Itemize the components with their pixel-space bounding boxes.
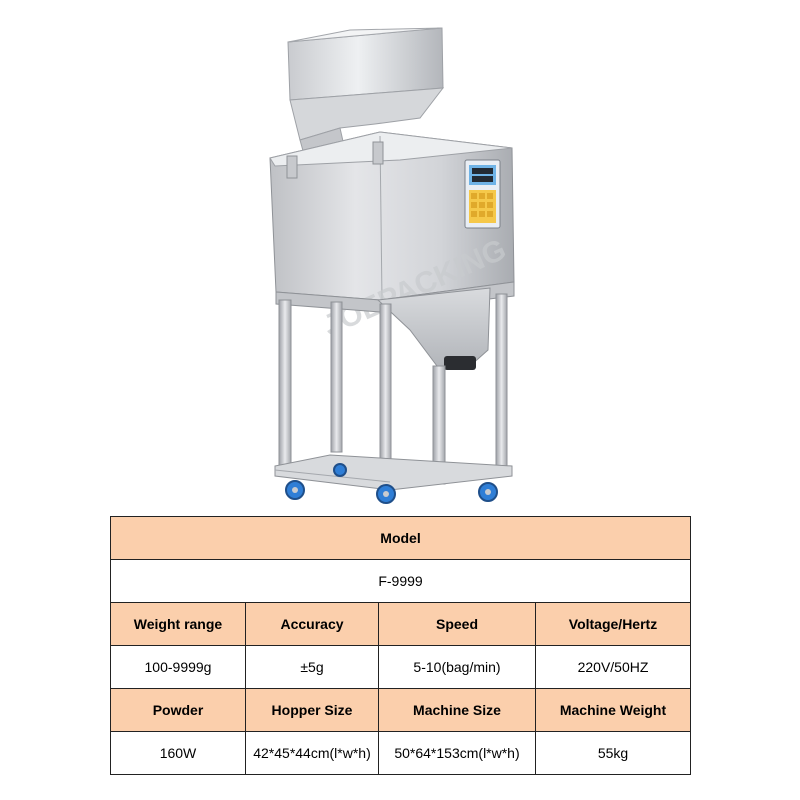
machine-weight-value: 55kg: [534, 731, 692, 775]
machine-size-value: 50*64*153cm(l*w*h): [378, 731, 536, 775]
accuracy-header: Accuracy: [245, 602, 379, 646]
machine-size-header: Machine Size: [378, 688, 536, 732]
spec-value-row-2: 160W 42*45*44cm(l*w*h) 50*64*153cm(l*w*h…: [110, 731, 692, 775]
powder-header: Powder: [110, 688, 246, 732]
voltage-hertz-header: Voltage/Hertz: [534, 602, 692, 646]
model-value-row: F-9999: [109, 559, 692, 603]
weight-range-value: 100-9999g: [110, 645, 246, 689]
model-value: F-9999: [109, 559, 692, 603]
hopper-size-header: Hopper Size: [245, 688, 379, 732]
weighing-filling-machine-illustration: JOEPACKING: [269, 27, 515, 504]
spec-header-row-1: Weight range Accuracy Speed Voltage/Hert…: [110, 602, 692, 646]
spec-header-row-2: Powder Hopper Size Machine Size Machine …: [110, 688, 692, 732]
product-image: JOEPACKING: [269, 27, 515, 504]
hopper-size-value: 42*45*44cm(l*w*h): [245, 731, 379, 775]
caster-wheels: [285, 463, 498, 504]
hopper: [287, 27, 445, 159]
accuracy-value: ±5g: [245, 645, 379, 689]
control-panel: [464, 159, 501, 229]
model-header: Model: [109, 516, 692, 560]
powder-value: 160W: [110, 731, 246, 775]
machine-body: JOEPACKING: [269, 131, 515, 343]
machine-weight-header: Machine Weight: [534, 688, 692, 732]
speed-value: 5-10(bag/min): [378, 645, 536, 689]
voltage-hertz-value: 220V/50HZ: [534, 645, 692, 689]
model-header-row: Model: [109, 516, 692, 560]
specification-table: Model F-9999 Weight range Accuracy Speed…: [109, 516, 692, 775]
spec-value-row-1: 100-9999g ±5g 5-10(bag/min) 220V/50HZ: [110, 645, 692, 689]
support-frame: [274, 293, 513, 491]
weight-range-header: Weight range: [110, 602, 246, 646]
speed-header: Speed: [378, 602, 536, 646]
